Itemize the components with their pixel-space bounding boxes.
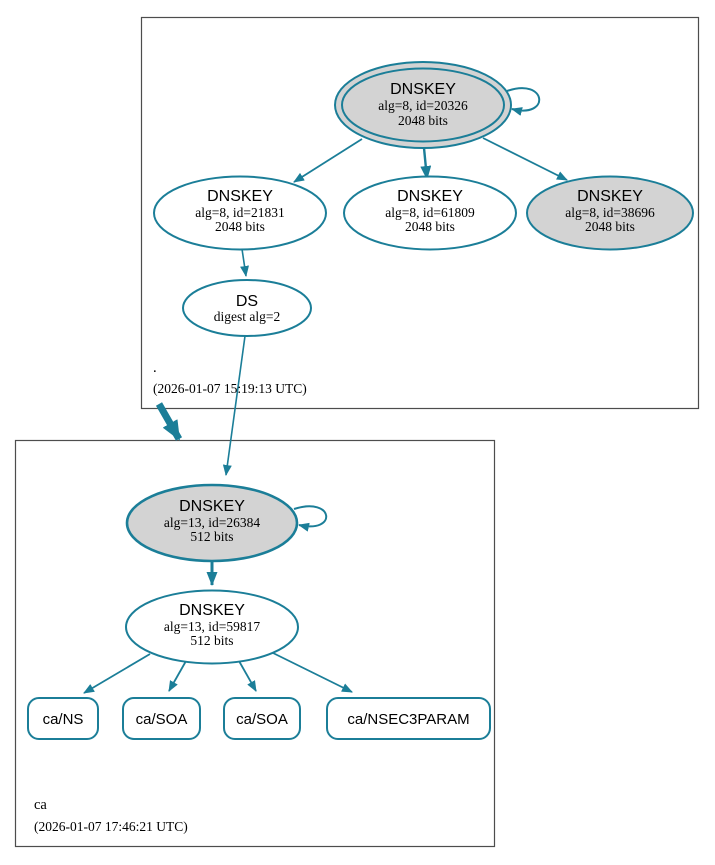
zone-name-ca: ca: [34, 797, 47, 813]
node-title: DNSKEY: [390, 81, 456, 98]
node-rrset-ca-ns[interactable]: ca/NS: [27, 697, 99, 740]
node-title: DNSKEY: [397, 188, 463, 205]
node-title: DNSKEY: [207, 188, 273, 205]
node-detail-alg: alg=8, id=61809: [385, 205, 475, 220]
zone-box-ca: [14, 439, 496, 848]
edge-59817-to-soa2: [238, 660, 257, 692]
node-detail-bits: 2048 bits: [405, 219, 455, 234]
zone-name-root: .: [153, 360, 157, 376]
edge-59817-to-soa1: [168, 660, 187, 692]
node-detail-bits: 2048 bits: [215, 219, 265, 234]
dnskey-20326-outer-ellipse: [334, 61, 512, 149]
edge-59817-to-ns: [83, 653, 151, 694]
dnskey-59817-ellipse: [125, 589, 299, 665]
dnskey-26384-ellipse: [125, 483, 299, 563]
node-detail-alg: alg=8, id=20326: [378, 98, 468, 113]
node-detail-alg: alg=8, id=38696: [565, 205, 655, 220]
node-dnskey-59817[interactable]: DNSKEY alg=13, id=59817 512 bits: [125, 589, 299, 665]
zone-box-root: [140, 16, 700, 410]
node-detail-bits: 512 bits: [190, 529, 233, 544]
node-dnskey-26384[interactable]: DNSKEY alg=13, id=26384 512 bits: [125, 483, 299, 563]
edge-20326-to-21831: [293, 138, 363, 183]
node-detail-bits: 2048 bits: [398, 113, 448, 128]
dnskey-21831-ellipse: [153, 175, 327, 251]
node-detail-alg: alg=8, id=21831: [195, 205, 284, 220]
node-ds[interactable]: DS digest alg=2: [182, 279, 312, 337]
rrset-soa2-box: [223, 697, 301, 740]
node-title: DS: [236, 293, 258, 310]
node-detail-alg: alg=13, id=59817: [164, 619, 260, 634]
rrset-label: ca/NSEC3PARAM: [347, 711, 469, 728]
edge-21831-to-ds: [240, 248, 249, 277]
node-rrset-ca-nsec3param[interactable]: ca/NSEC3PARAM: [326, 697, 491, 740]
node-title: DNSKEY: [577, 188, 643, 205]
rrset-label: ca/SOA: [136, 711, 188, 728]
node-detail-bits: 512 bits: [190, 633, 233, 648]
node-dnskey-21831[interactable]: DNSKEY alg=8, id=21831 2048 bits: [153, 175, 327, 251]
edge-ksk-26384-selfloop: [293, 505, 328, 532]
edge-delegation-root-to-ca: [155, 402, 183, 441]
node-detail-bits: 2048 bits: [585, 219, 635, 234]
edge-ds-to-26384: [222, 335, 246, 476]
rrset-label: ca/NS: [43, 711, 84, 728]
node-detail-alg: alg=13, id=26384: [164, 515, 260, 530]
node-detail-alg: digest alg=2: [214, 309, 280, 324]
node-dnskey-61809[interactable]: DNSKEY alg=8, id=61809 2048 bits: [343, 175, 517, 251]
node-dnskey-20326[interactable]: DNSKEY alg=8, id=20326 2048 bits: [334, 61, 512, 149]
edge-59817-to-nsec3param: [270, 651, 353, 693]
rrset-label: ca/SOA: [236, 711, 288, 728]
rrset-nsec3param-box: [326, 697, 491, 740]
rrset-soa1-box: [122, 697, 201, 740]
node-dnskey-38696[interactable]: DNSKEY alg=8, id=38696 2048 bits: [526, 175, 694, 251]
zone-timestamp-ca: (2026-01-07 17:46:21 UTC): [34, 819, 188, 834]
node-title: DNSKEY: [179, 498, 245, 515]
dnskey-61809-ellipse: [343, 175, 517, 251]
node-rrset-ca-soa-2[interactable]: ca/SOA: [223, 697, 301, 740]
edge-20326-to-38696: [482, 137, 568, 181]
ds-ellipse: [182, 279, 312, 337]
dnskey-38696-ellipse: [526, 175, 694, 251]
node-rrset-ca-soa-1[interactable]: ca/SOA: [122, 697, 201, 740]
dnskey-20326-inner-ellipse: [341, 67, 505, 143]
node-title: DNSKEY: [179, 602, 245, 619]
edge-ksk-20326-selfloop: [506, 87, 541, 116]
rrset-ns-box: [27, 697, 99, 740]
edge-20326-to-61809: [420, 147, 432, 180]
zone-timestamp-root: (2026-01-07 15:19:13 UTC): [153, 381, 307, 396]
